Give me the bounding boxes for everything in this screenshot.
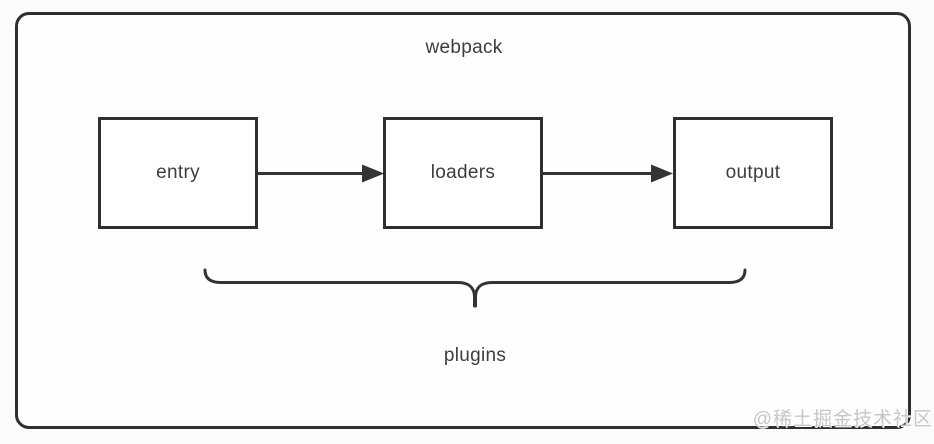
node-entry-label: entry — [156, 162, 200, 183]
watermark-text: @稀土掘金技术社区 — [752, 409, 933, 430]
diagram-title: webpack — [425, 37, 503, 58]
node-entry: entry — [98, 117, 258, 229]
node-loaders-label: loaders — [430, 162, 496, 183]
node-output-label: output — [725, 162, 781, 183]
node-output: output — [673, 117, 833, 229]
plugins-label: plugins — [443, 345, 507, 366]
node-loaders: loaders — [383, 117, 543, 229]
